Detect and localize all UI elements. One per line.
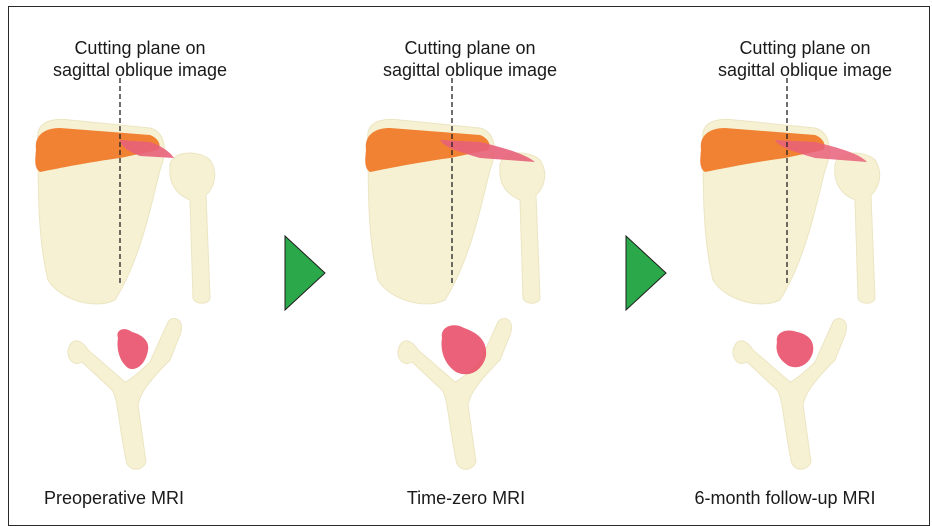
shoulder-illustration — [0, 0, 280, 518]
shoulder-illustration — [665, 0, 932, 518]
progression-arrow-2 — [625, 235, 667, 311]
panel-preoperative: Cutting plane on sagittal oblique image … — [0, 0, 280, 518]
muscle-cross-section — [442, 325, 487, 374]
panel-time-zero: Cutting plane on sagittal oblique image … — [330, 0, 610, 518]
progression-arrow-1 — [284, 235, 326, 311]
panel-caption: Preoperative MRI — [0, 488, 254, 509]
panel-6-month-follow-up: Cutting plane on sagittal oblique image … — [665, 0, 932, 518]
humerus-bone — [170, 153, 215, 303]
panel-caption: 6-month follow-up MRI — [645, 488, 925, 509]
panel-caption: Time-zero MRI — [326, 488, 606, 509]
shoulder-illustration — [330, 0, 610, 518]
humerus-bone — [835, 153, 880, 303]
humerus-bone — [500, 153, 545, 303]
muscle-cross-section — [117, 329, 148, 369]
muscle-cross-section — [777, 330, 814, 367]
